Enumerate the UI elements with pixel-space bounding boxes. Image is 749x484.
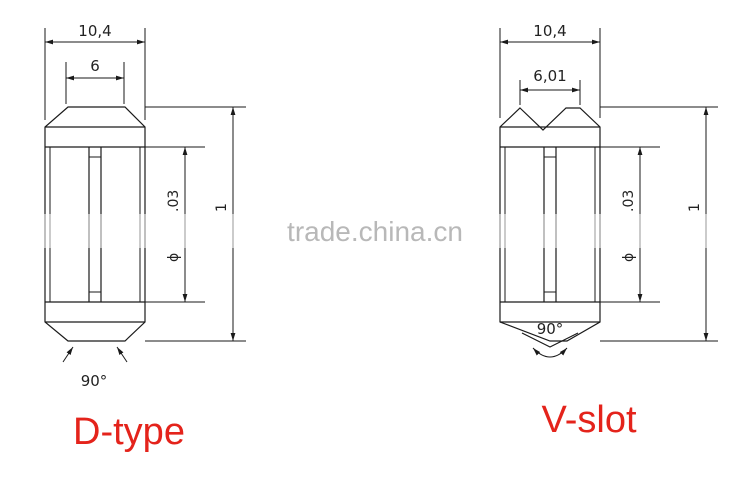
d-type-height-label: 1 bbox=[214, 203, 230, 212]
v-slot-groove-label: 6,01 bbox=[533, 67, 566, 85]
v-slot-bore-prefix: ϕ bbox=[621, 253, 637, 262]
d-type-title: D-type bbox=[73, 411, 185, 453]
d-type-outline bbox=[44, 106, 146, 342]
d-type-width-label: 10,4 bbox=[78, 22, 111, 40]
d-type-groove-label: 6 bbox=[90, 57, 100, 75]
v-slot-title: V-slot bbox=[541, 399, 636, 441]
watermark-band bbox=[0, 214, 749, 248]
v-slot-drawing: 10,4 6,01 ϕ .03 1 90° V-slot bbox=[499, 22, 718, 441]
v-slot-angle-label: 90° bbox=[537, 320, 564, 338]
d-type-drawing: 10,4 6 ϕ .03 1 90° D-type bbox=[44, 22, 246, 453]
v-slot-bore-label: .03 bbox=[621, 190, 637, 212]
v-slot-width-label: 10,4 bbox=[533, 22, 566, 40]
watermark: trade.china.cn bbox=[287, 216, 463, 247]
d-type-bore-label: .03 bbox=[166, 190, 182, 212]
d-type-angle-label: 90° bbox=[81, 372, 108, 390]
d-type-bore-prefix: ϕ bbox=[166, 253, 182, 262]
v-slot-height-label: 1 bbox=[687, 203, 703, 212]
